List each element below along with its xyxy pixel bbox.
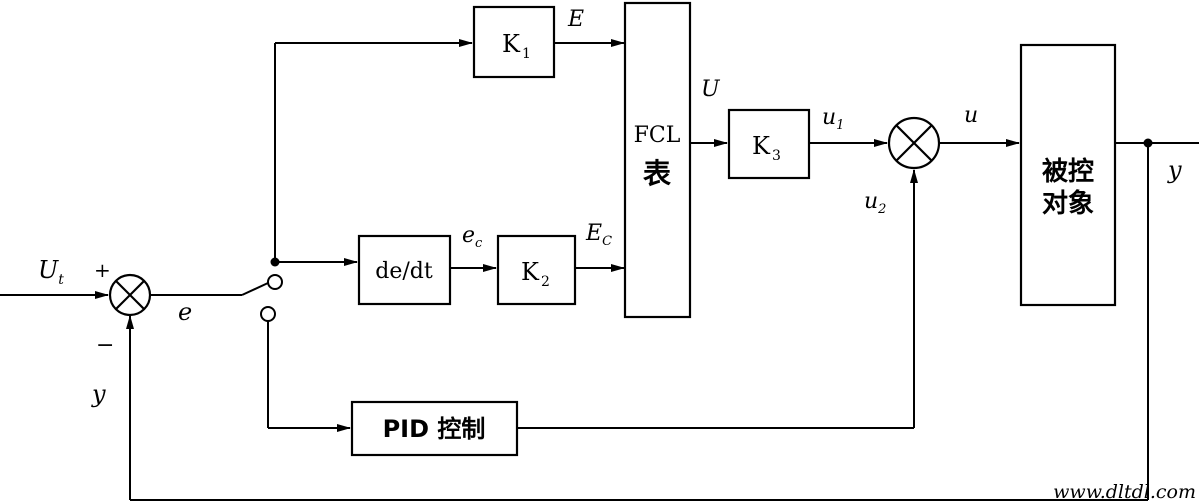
plant-block: 被控 对象	[1019, 43, 1117, 307]
fcl-table-block: FCL 表	[623, 1, 692, 319]
input-summing-junction	[108, 273, 152, 317]
error-label: e	[178, 298, 192, 326]
svg-text:K1: K1	[502, 30, 531, 62]
feedback-y-label: y	[91, 380, 106, 408]
svg-text:K3: K3	[752, 132, 781, 164]
fcl-label: FCL	[634, 123, 681, 148]
branch-point	[270, 257, 280, 267]
switch-terminal-pid	[260, 306, 276, 322]
output-y-label: y	[1167, 156, 1182, 184]
u1-label: u1	[822, 105, 844, 133]
ec-label: ec	[462, 223, 483, 251]
plant-label-line2: 对象	[1042, 188, 1094, 219]
pid-label: PID 控制	[383, 415, 486, 443]
switch-terminal-fuzzy	[267, 274, 283, 290]
u2-label: u2	[864, 189, 886, 217]
minus-sign: −	[96, 333, 114, 358]
derivative-label: de/dt	[375, 259, 433, 284]
u-label: u	[964, 103, 978, 128]
watermark: www.dltdl.com	[1053, 481, 1196, 503]
output-branch-point	[1143, 138, 1153, 148]
pid-block: PID 控制	[350, 400, 519, 457]
plus-sign: +	[94, 258, 111, 282]
switch-blade	[241, 282, 269, 296]
Ec-label: EC	[585, 221, 612, 249]
derivative-block: de/dt	[357, 234, 452, 306]
svg-text:K2: K2	[521, 258, 550, 290]
input-label: Ut	[38, 256, 64, 288]
plant-label-line1: 被控	[1042, 157, 1094, 187]
E-label: E	[567, 7, 584, 32]
output-summing-junction	[887, 116, 941, 170]
fcl-table-label: 表	[643, 157, 671, 190]
U-label: U	[701, 77, 721, 102]
signal-lines	[0, 39, 1199, 501]
